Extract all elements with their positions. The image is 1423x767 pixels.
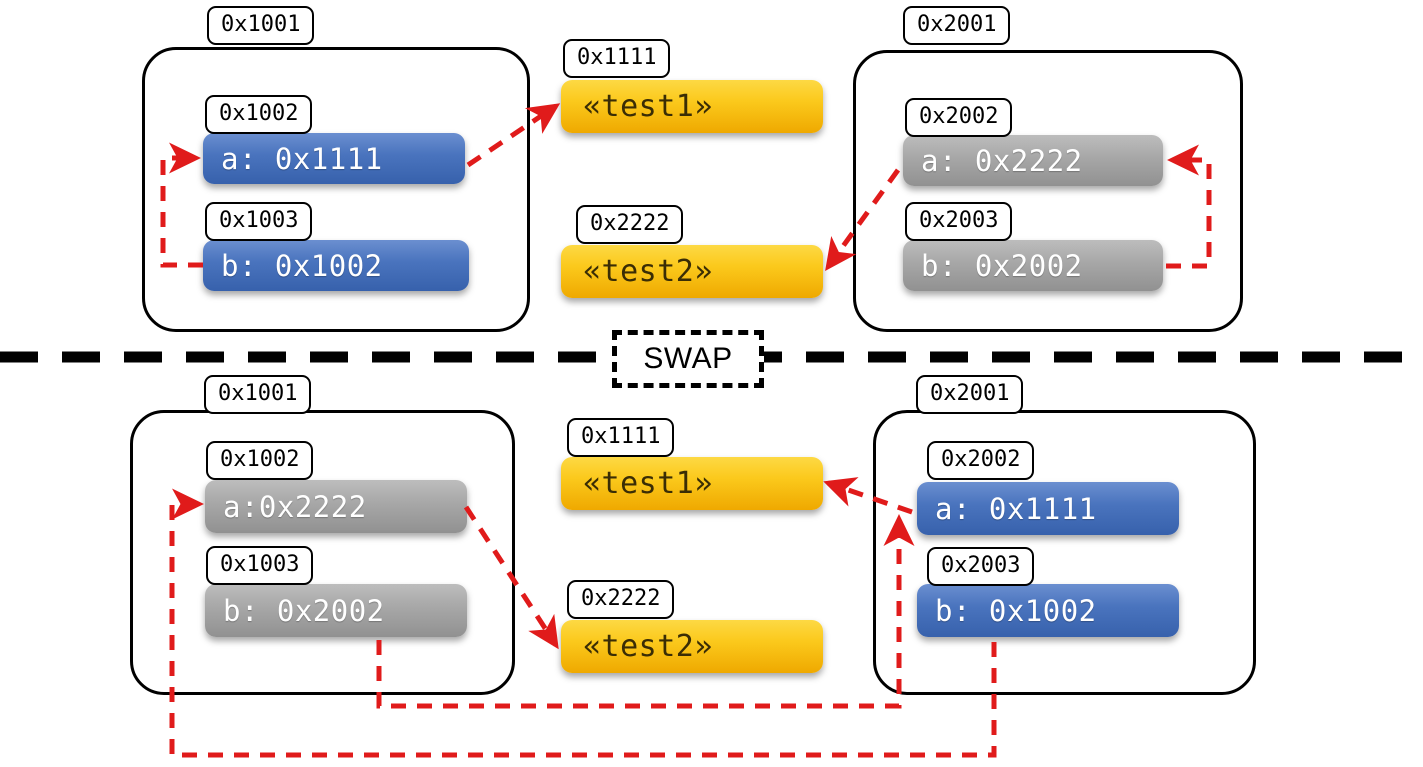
before-right-slot0-address: 0x2002 [905, 98, 1013, 137]
after-heap0-address: 0x1111 [567, 418, 675, 457]
after-left-slot1-address: 0x1003 [206, 546, 314, 585]
after-heap1-value: «test2» [561, 620, 823, 673]
before-left-slot1-address: 0x1003 [205, 202, 313, 241]
before-left-slot0-address: 0x1002 [205, 95, 313, 134]
after-heap0-value: «test1» [561, 457, 823, 510]
before-heap0-value: «test1» [561, 80, 823, 133]
after-right-slot1-address: 0x2003 [927, 547, 1035, 586]
before-right-slot1-address: 0x2003 [905, 202, 1013, 241]
before-right-slot0-value: a: 0x2222 [903, 135, 1163, 186]
after-left-frame-address: 0x1001 [204, 375, 312, 414]
before-left-slot1-value: b: 0x1002 [203, 240, 469, 291]
after-heap1-address: 0x2222 [567, 580, 675, 619]
after-right-frame-address: 0x2001 [916, 375, 1024, 414]
after-left-slot0-address: 0x1002 [206, 441, 314, 480]
before-left-slot0-value: a: 0x1111 [203, 133, 465, 184]
after-right-slot1-value: b: 0x1002 [917, 584, 1179, 637]
after-right-slot0-value: a: 0x1111 [917, 482, 1179, 535]
before-heap1-value: «test2» [561, 245, 823, 298]
before-left-frame-address: 0x1001 [207, 6, 315, 45]
after-left-slot0-value: a:0x2222 [205, 480, 467, 533]
before-heap0-address: 0x1111 [563, 39, 671, 78]
before-right-frame-address: 0x2001 [903, 6, 1011, 45]
after-left-frame [130, 410, 515, 695]
after-left-slot1-value: b: 0x2002 [205, 584, 467, 637]
after-right-slot0-address: 0x2002 [927, 441, 1035, 480]
swap-badge: SWAP [612, 330, 764, 388]
before-heap1-address: 0x2222 [576, 205, 684, 244]
before-right-slot1-value: b: 0x2002 [903, 240, 1163, 291]
